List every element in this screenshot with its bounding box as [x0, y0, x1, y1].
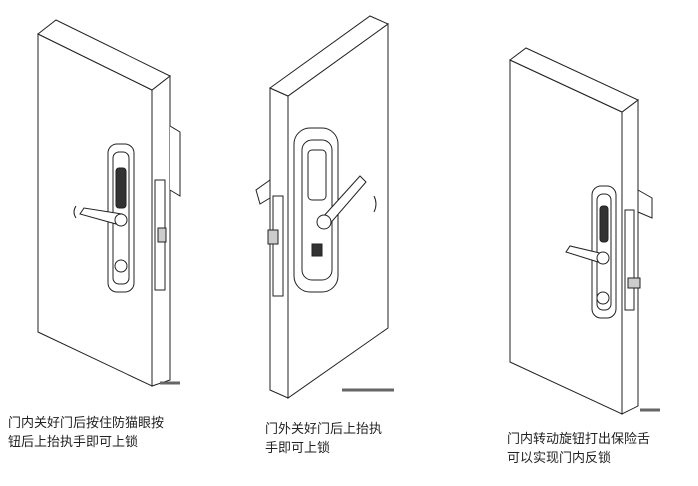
mortise-3-strip: [624, 209, 635, 311]
lock-2-handle-hub: [316, 214, 332, 230]
mortise-1-bolt: [157, 227, 167, 243]
caption-2-line-2: 手即可上锁: [265, 441, 331, 456]
strike-2-plate: [255, 179, 271, 205]
door-3-top-face: [509, 47, 639, 113]
door-1-top-face: [37, 19, 171, 91]
motion-hint-1: [73, 205, 77, 219]
caption-3-line-1: 门内转动旋钮打出保险舌: [507, 432, 651, 447]
motion-hint-2: [373, 195, 377, 213]
strike-1-plate: [169, 125, 181, 197]
panel-3-door-deadbolt: [509, 47, 660, 415]
caption-1-line-1: 门内关好门后按住防猫眼按: [8, 416, 165, 431]
panel-1-door-inside: [37, 19, 181, 387]
lock-2-keypad: [307, 149, 327, 201]
lock-3-keypad: [599, 205, 609, 243]
strike-3-plate: [637, 189, 653, 219]
lock-2-cylinder: [311, 243, 323, 257]
caption-3-line-2: 可以实现门内反锁: [507, 451, 612, 466]
lock-3-handle-hub: [596, 251, 610, 265]
caption-2-line-1: 门外关好门后上抬执: [265, 422, 383, 437]
caption-panel-3: 门内转动旋钮打出保险舌 可以实现门内反锁: [507, 430, 650, 468]
caption-1-line-2: 钮后上抬执手即可上锁: [8, 435, 139, 450]
caption-panel-1: 门内关好门后按住防猫眼按 钮后上抬执手即可上锁: [8, 414, 164, 452]
panel-2-door-outside: [255, 15, 394, 399]
lock-1-thumb-turn: [114, 259, 128, 273]
door-2-top-face: [269, 15, 389, 97]
mortise-3-deadbolt: [627, 277, 641, 289]
mortise-2-bolt: [267, 229, 279, 245]
mortise-2-strip: [272, 195, 284, 297]
caption-panel-2: 门外关好门后上抬执 手即可上锁: [265, 420, 382, 458]
lock-1-keypad: [115, 167, 127, 209]
lock-1-handle-hub: [114, 213, 128, 227]
lock-3-thumb-turn: [596, 291, 610, 305]
